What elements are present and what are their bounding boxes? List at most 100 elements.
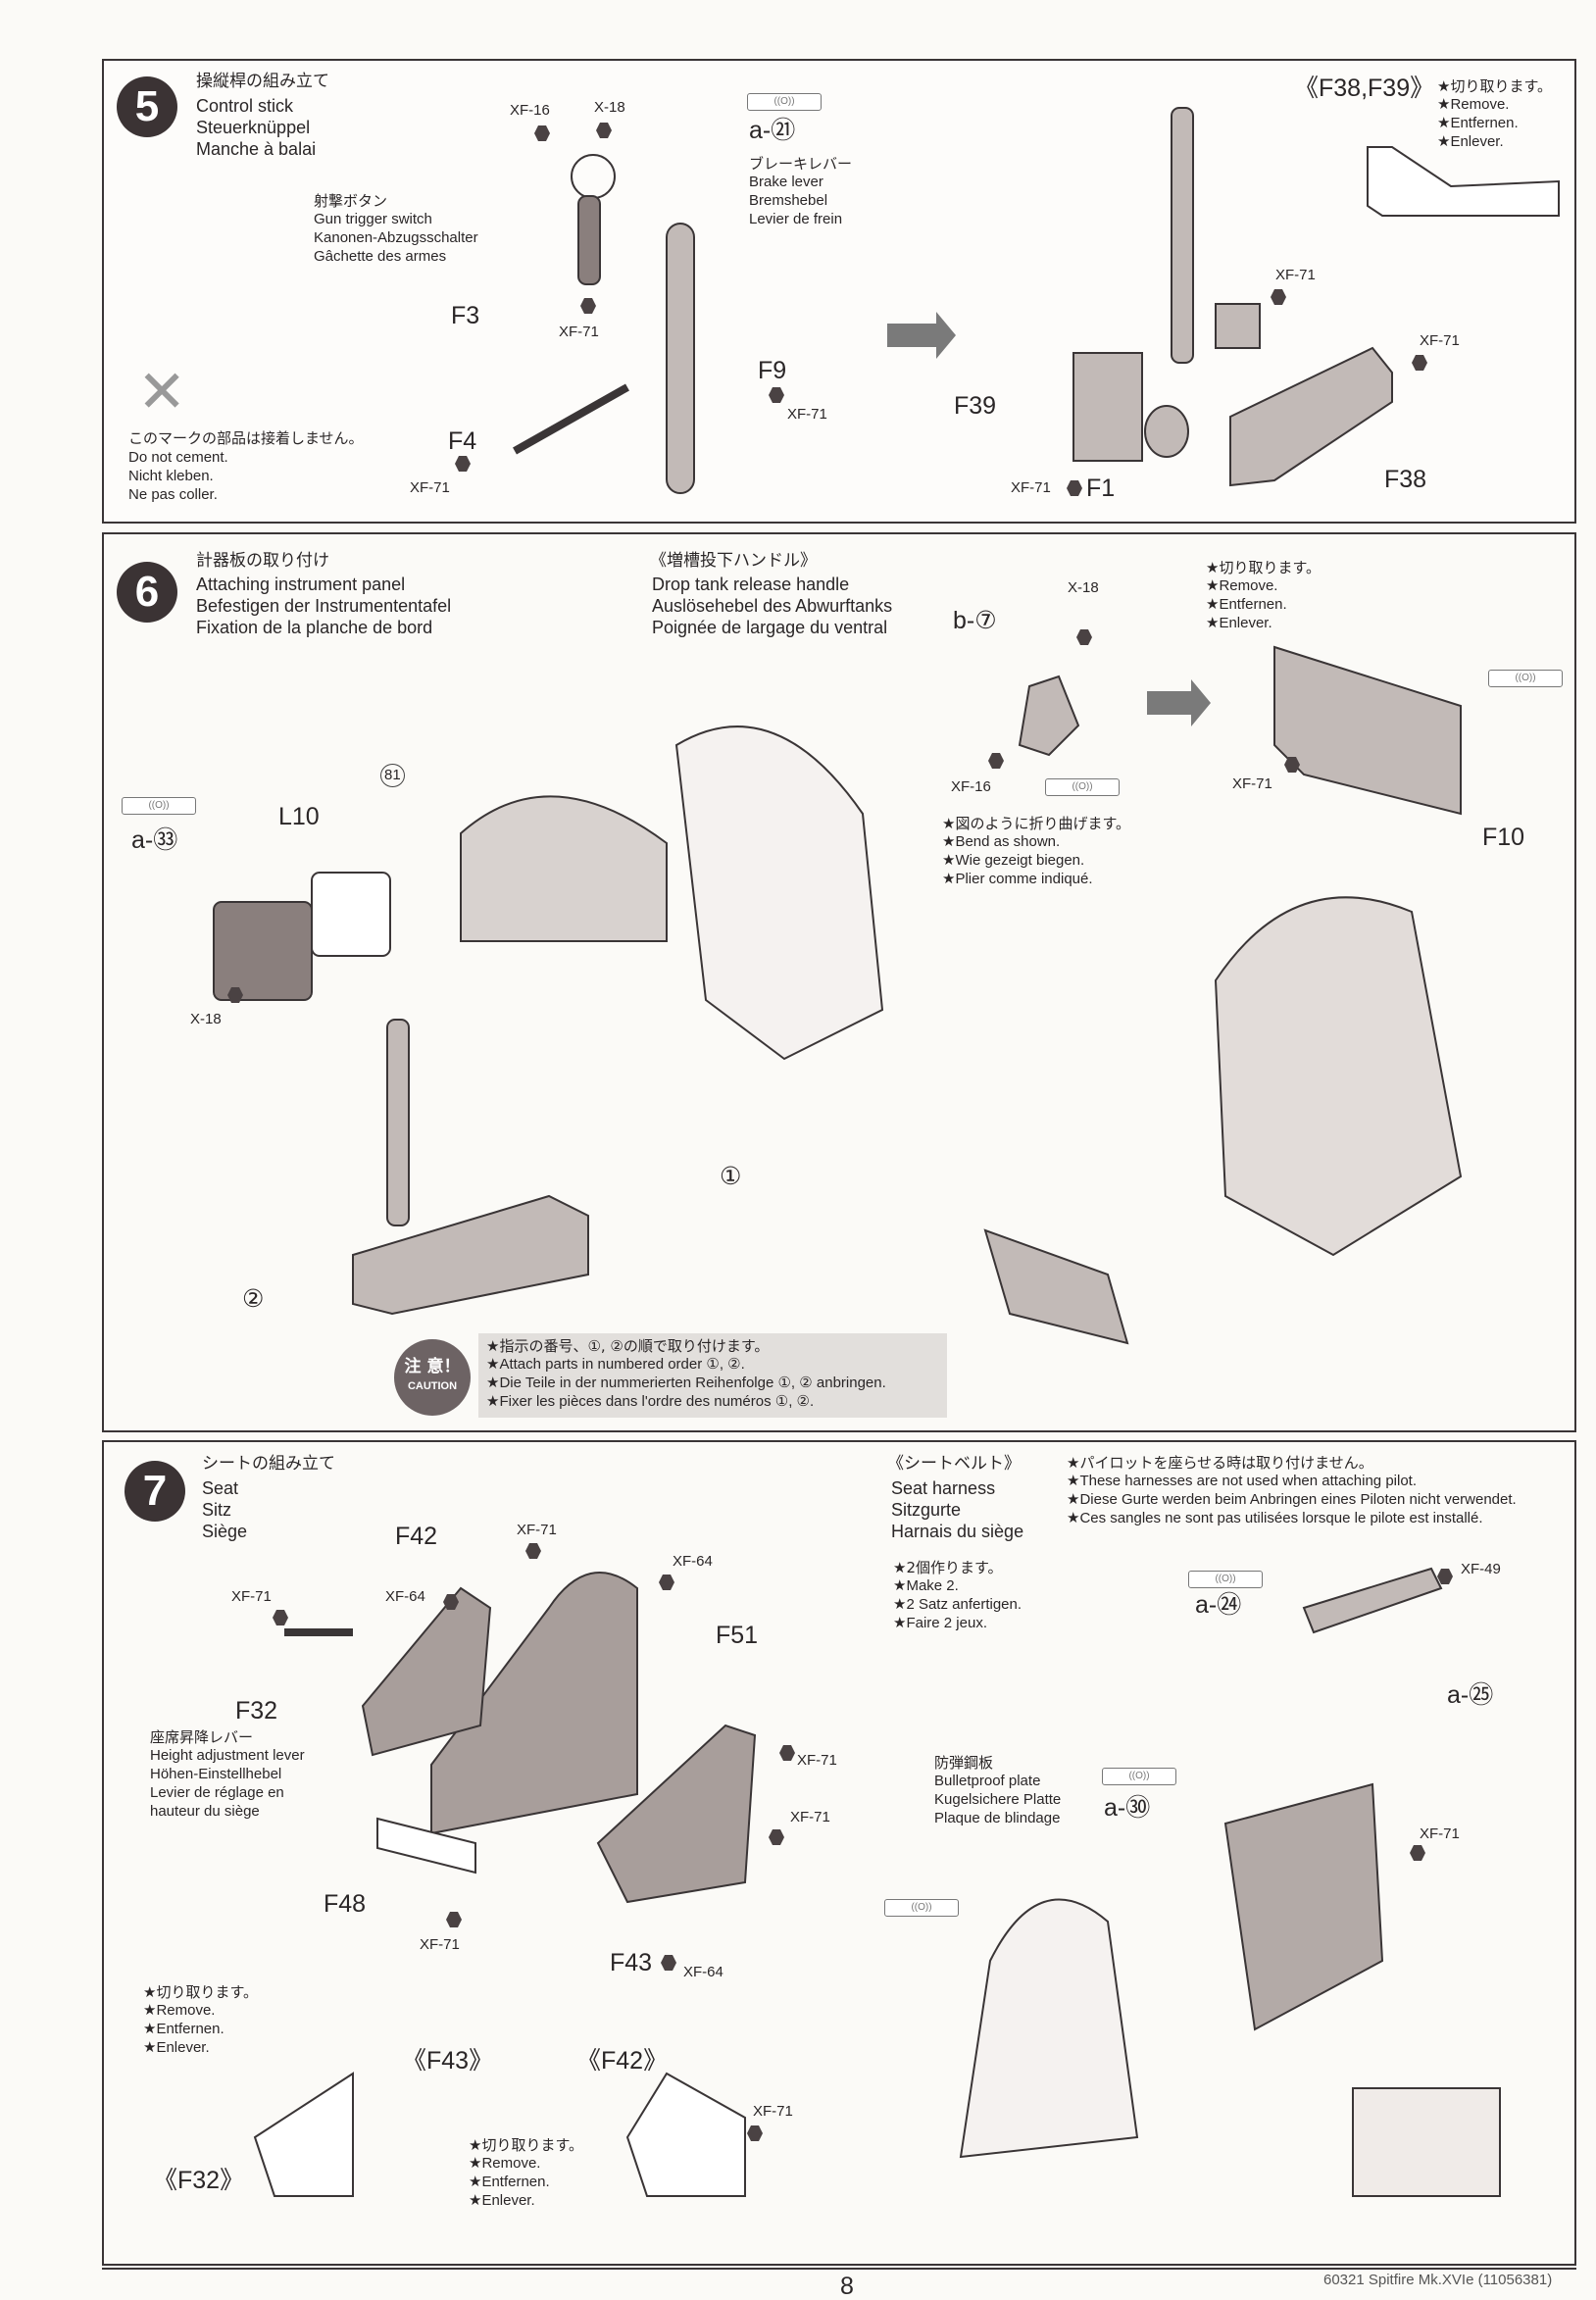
part-l10-label: L10: [278, 803, 320, 830]
lever-jp: 座席昇降レバー: [150, 1728, 254, 1746]
step-title-de: Steuerknüppel: [196, 118, 311, 137]
remove-en: ★Remove.: [1206, 577, 1278, 594]
drop-tank-fr: Poignée de largage du ventral: [652, 618, 888, 637]
step-title-jp: 操縦桿の組み立て: [196, 72, 329, 91]
remove-de: ★Entfernen.: [1437, 115, 1519, 131]
paint-hex-icon: [525, 1543, 541, 1559]
remove-fr: ★Enlever.: [1437, 133, 1504, 150]
remove-de: ★Entfernen.: [143, 2021, 224, 2037]
bend-jp: ★図のように折り曲げます。: [942, 815, 1130, 832]
lever-en: Height adjustment lever: [150, 1747, 305, 1764]
no-cement-icon: ✕: [137, 359, 187, 425]
part-f51-label: F51: [716, 1622, 759, 1649]
decal-a21: a-㉑: [749, 117, 796, 144]
floor-frame-assembled: [983, 1228, 1129, 1345]
paint-xf71: XF-71: [797, 1752, 837, 1769]
paint-hex-icon: [273, 1610, 288, 1625]
paint-hex-icon: [659, 1575, 674, 1590]
harness-jp: 《シートベルト》: [887, 1454, 1021, 1474]
paint-hex-icon: [455, 456, 471, 472]
remove-de: ★Entfernen.: [1206, 596, 1287, 613]
part-f48-label: F48: [324, 1890, 367, 1918]
decal-bottle-icon: ((O)): [747, 93, 822, 111]
paint-xf71: XF-71: [420, 1936, 460, 1953]
remove-en: ★Remove.: [143, 2002, 216, 2019]
paint-xf49: XF-49: [1461, 1561, 1501, 1577]
seat-f42-shape: [361, 1586, 492, 1757]
no-cement-fr: Ne pas coller.: [128, 486, 218, 503]
step-7-panel: [102, 1440, 1576, 2266]
harness-de: Sitzgurte: [891, 1500, 962, 1520]
paint-xf71: XF-71: [410, 479, 450, 496]
paint-hex-icon: [769, 387, 784, 403]
bulkhead-frame-shape: [674, 725, 884, 1061]
paint-xf16: XF-16: [951, 778, 991, 795]
no-cement-en: Do not cement.: [128, 449, 228, 466]
paint-hex-icon: [443, 1594, 459, 1610]
decal-bottle-icon: ((O)): [1188, 1571, 1263, 1588]
step-number-7: 7: [125, 1461, 185, 1522]
gun-trigger-de: Kanonen-Abzugsschalter: [314, 229, 478, 246]
no-cement-de: Nicht kleben.: [128, 468, 214, 484]
paint-xf71: XF-71: [1232, 775, 1272, 792]
instrument-face-l10: [311, 872, 391, 957]
paint-hex-icon: [1271, 289, 1286, 305]
caution-note: [478, 1333, 947, 1418]
paint-hex-icon: [446, 1912, 462, 1927]
drop-tank-en: Drop tank release handle: [652, 575, 850, 594]
paint-hex-icon: [580, 298, 596, 314]
paint-hex-icon: [1412, 355, 1427, 371]
detail-f43-title: 《F43》: [402, 2047, 494, 2075]
control-stick-grip: [571, 154, 616, 199]
paint-xf71: XF-71: [559, 324, 599, 340]
seat-f43-shape: [596, 1724, 757, 1904]
paint-hex-icon: [227, 987, 243, 1003]
paint-hex-icon: [661, 1955, 676, 1971]
part-f3-label: F3: [451, 302, 480, 329]
caution-badge-text: CAUTION: [407, 1380, 458, 1392]
part-f39-shape: [1072, 352, 1143, 462]
part-f10-label: F10: [1482, 824, 1525, 851]
make2-de: ★2 Satz anfertigen.: [893, 1596, 1022, 1613]
brake-lever-en: Brake lever: [749, 174, 823, 190]
part-f38-shape: [1229, 346, 1393, 487]
decal-bottle-icon: ((O)): [122, 797, 196, 815]
make2-fr: ★Faire 2 jeux.: [893, 1615, 987, 1631]
paint-xf71: XF-71: [790, 1809, 830, 1825]
pilot-note-en: ★These harnesses are not used when attac…: [1067, 1473, 1417, 1489]
remove-fr: ★Enlever.: [143, 2039, 210, 2056]
decal-bottle-icon: ((O)): [1488, 670, 1563, 687]
remove-fr: ★Enlever.: [1206, 615, 1272, 631]
plate-de: Kugelsichere Platte: [934, 1791, 1062, 1808]
control-stick-f4: [513, 383, 629, 455]
detail-f42-title: 《F42》: [576, 2047, 669, 2075]
paint-xf71: XF-71: [1275, 267, 1316, 283]
brake-lever-jp: ブレーキレバー: [749, 155, 853, 173]
caution-fr: ★Fixer les pièces dans l'ordre des numér…: [486, 1393, 815, 1410]
frame-f10-shape: [1273, 645, 1462, 816]
direction-arrow-5: [887, 312, 956, 359]
paint-x18: X-18: [1068, 579, 1099, 596]
paint-xf64: XF-64: [385, 1588, 425, 1605]
paint-hex-icon: [1284, 757, 1300, 773]
step-title-en: Control stick: [196, 96, 294, 116]
decal-a30: a-㉚: [1104, 1794, 1151, 1822]
step-5-panel: [102, 59, 1576, 524]
remove-de: ★Entfernen.: [469, 2174, 550, 2190]
paint-hex-icon: [769, 1829, 784, 1845]
remove-en: ★Remove.: [1437, 96, 1510, 113]
harness-strap-shape: [1302, 1567, 1443, 1634]
lever-de: Höhen-Einstellhebel: [150, 1766, 282, 1782]
bend-fr: ★Plier comme indiqué.: [942, 871, 1093, 887]
paint-hex-icon: [988, 753, 1004, 769]
remove-jp: ★切り取ります。: [469, 2136, 583, 2154]
step-title-jp: 計器板の取り付け: [196, 551, 329, 571]
caution-de: ★Die Teile in der nummerierten Reihenfol…: [486, 1375, 886, 1391]
detail-f42-shape: [625, 2072, 746, 2197]
step-title-fr: Fixation de la planche de bord: [196, 618, 433, 637]
assembled-cockpit-shape: [1214, 896, 1463, 1257]
part-f9-label: F9: [758, 357, 787, 384]
step-6-panel: [102, 532, 1576, 1432]
drop-tank-jp: 《増槽投下ハンドル》: [650, 551, 817, 571]
